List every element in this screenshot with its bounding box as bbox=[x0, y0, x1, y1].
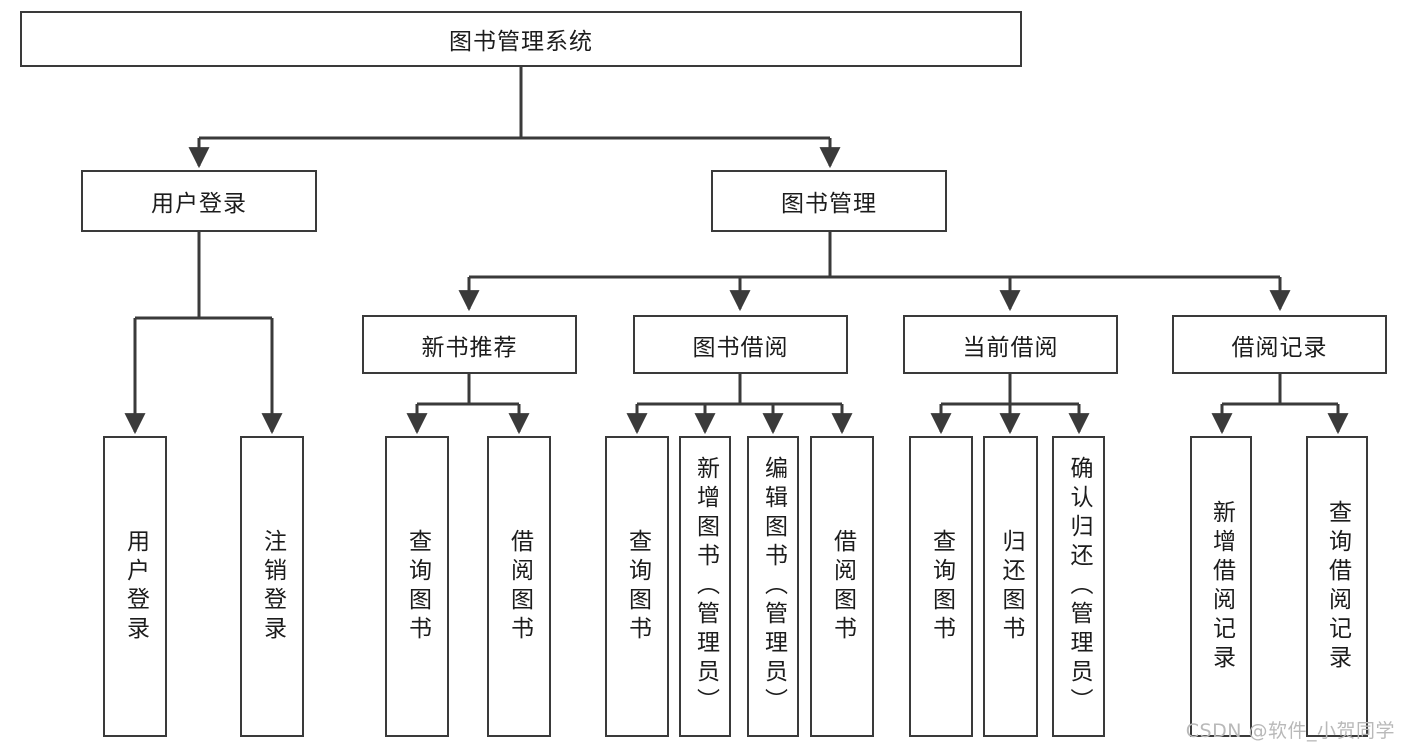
node-user-login[interactable]: 用户登录 bbox=[81, 170, 317, 232]
node-label: 用户登录 bbox=[122, 528, 149, 645]
leaf-borrow-query-book[interactable]: 查询图书 bbox=[605, 436, 669, 737]
leaf-borrow-edit-book[interactable]: 编辑图书（管理员） bbox=[747, 436, 799, 737]
leaf-new-book-query[interactable]: 查询图书 bbox=[385, 436, 449, 737]
node-label: 注销登录 bbox=[259, 528, 286, 645]
leaf-record-query[interactable]: 查询借阅记录 bbox=[1306, 436, 1368, 737]
leaf-current-return-book[interactable]: 归还图书 bbox=[983, 436, 1038, 737]
node-root-library-system[interactable]: 图书管理系统 bbox=[20, 11, 1022, 67]
leaf-borrow-borrow-book[interactable]: 借阅图书 bbox=[810, 436, 874, 737]
node-label: 用户登录 bbox=[151, 191, 247, 217]
node-current-borrow[interactable]: 当前借阅 bbox=[903, 315, 1118, 374]
leaf-current-confirm-return[interactable]: 确认归还（管理员） bbox=[1052, 436, 1105, 737]
node-label: 新增图书（管理员） bbox=[692, 456, 719, 717]
leaf-current-query-book[interactable]: 查询图书 bbox=[909, 436, 973, 737]
node-label: 借阅记录 bbox=[1231, 334, 1328, 361]
node-label: 确认归还（管理员） bbox=[1066, 456, 1092, 717]
node-label: 当前借阅 bbox=[962, 334, 1059, 361]
csdn-watermark: CSDN @软件_小贺同学 bbox=[1185, 720, 1395, 742]
node-label: 新增借阅记录 bbox=[1208, 499, 1235, 674]
leaf-logout[interactable]: 注销登录 bbox=[240, 436, 304, 737]
leaf-record-add[interactable]: 新增借阅记录 bbox=[1190, 436, 1252, 737]
node-label: 查询图书 bbox=[404, 528, 431, 645]
node-book-management[interactable]: 图书管理 bbox=[711, 170, 947, 232]
node-book-borrow[interactable]: 图书借阅 bbox=[633, 315, 848, 374]
node-label: 编辑图书（管理员） bbox=[760, 456, 787, 717]
node-label: 图书管理系统 bbox=[449, 29, 593, 55]
node-label: 归还图书 bbox=[998, 528, 1024, 645]
node-label: 借阅图书 bbox=[506, 528, 533, 645]
node-label: 图书借阅 bbox=[692, 334, 789, 361]
node-label: 查询图书 bbox=[928, 528, 955, 645]
node-borrow-record[interactable]: 借阅记录 bbox=[1172, 315, 1387, 374]
leaf-new-book-borrow[interactable]: 借阅图书 bbox=[487, 436, 551, 737]
leaf-user-login[interactable]: 用户登录 bbox=[103, 436, 167, 737]
node-label: 图书管理 bbox=[781, 191, 877, 217]
node-label: 查询借阅记录 bbox=[1324, 499, 1351, 674]
leaf-borrow-add-book[interactable]: 新增图书（管理员） bbox=[679, 436, 731, 737]
node-label: 借阅图书 bbox=[829, 528, 856, 645]
node-new-book-recommend[interactable]: 新书推荐 bbox=[362, 315, 577, 374]
node-label: 新书推荐 bbox=[421, 334, 518, 361]
node-label: 查询图书 bbox=[624, 528, 651, 645]
